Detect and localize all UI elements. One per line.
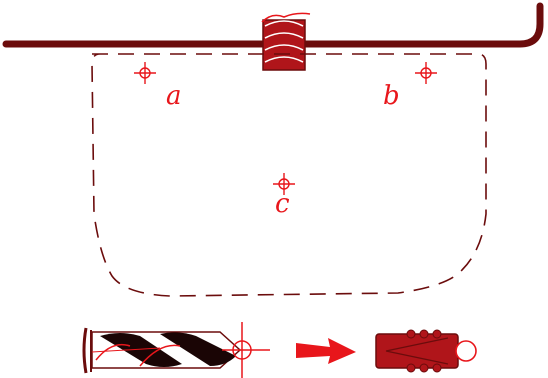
crosshair-marker-c: [273, 173, 295, 195]
drilling-template-outline: [91, 53, 487, 297]
wall-anchor-icon: [261, 12, 311, 71]
crosshair-marker-a: [134, 62, 156, 84]
crosshair-marker-b: [415, 62, 437, 84]
point-label-a: a: [166, 81, 182, 111]
point-label-c: c: [275, 189, 290, 219]
drill-bit-icon: [82, 322, 270, 378]
arrow-right-icon: [296, 338, 356, 364]
anchor-plug-icon: [375, 329, 477, 373]
crosshair-markers: [134, 62, 437, 195]
wall-shelf-edge: [2, 2, 544, 48]
point-label-b: b: [383, 81, 400, 111]
